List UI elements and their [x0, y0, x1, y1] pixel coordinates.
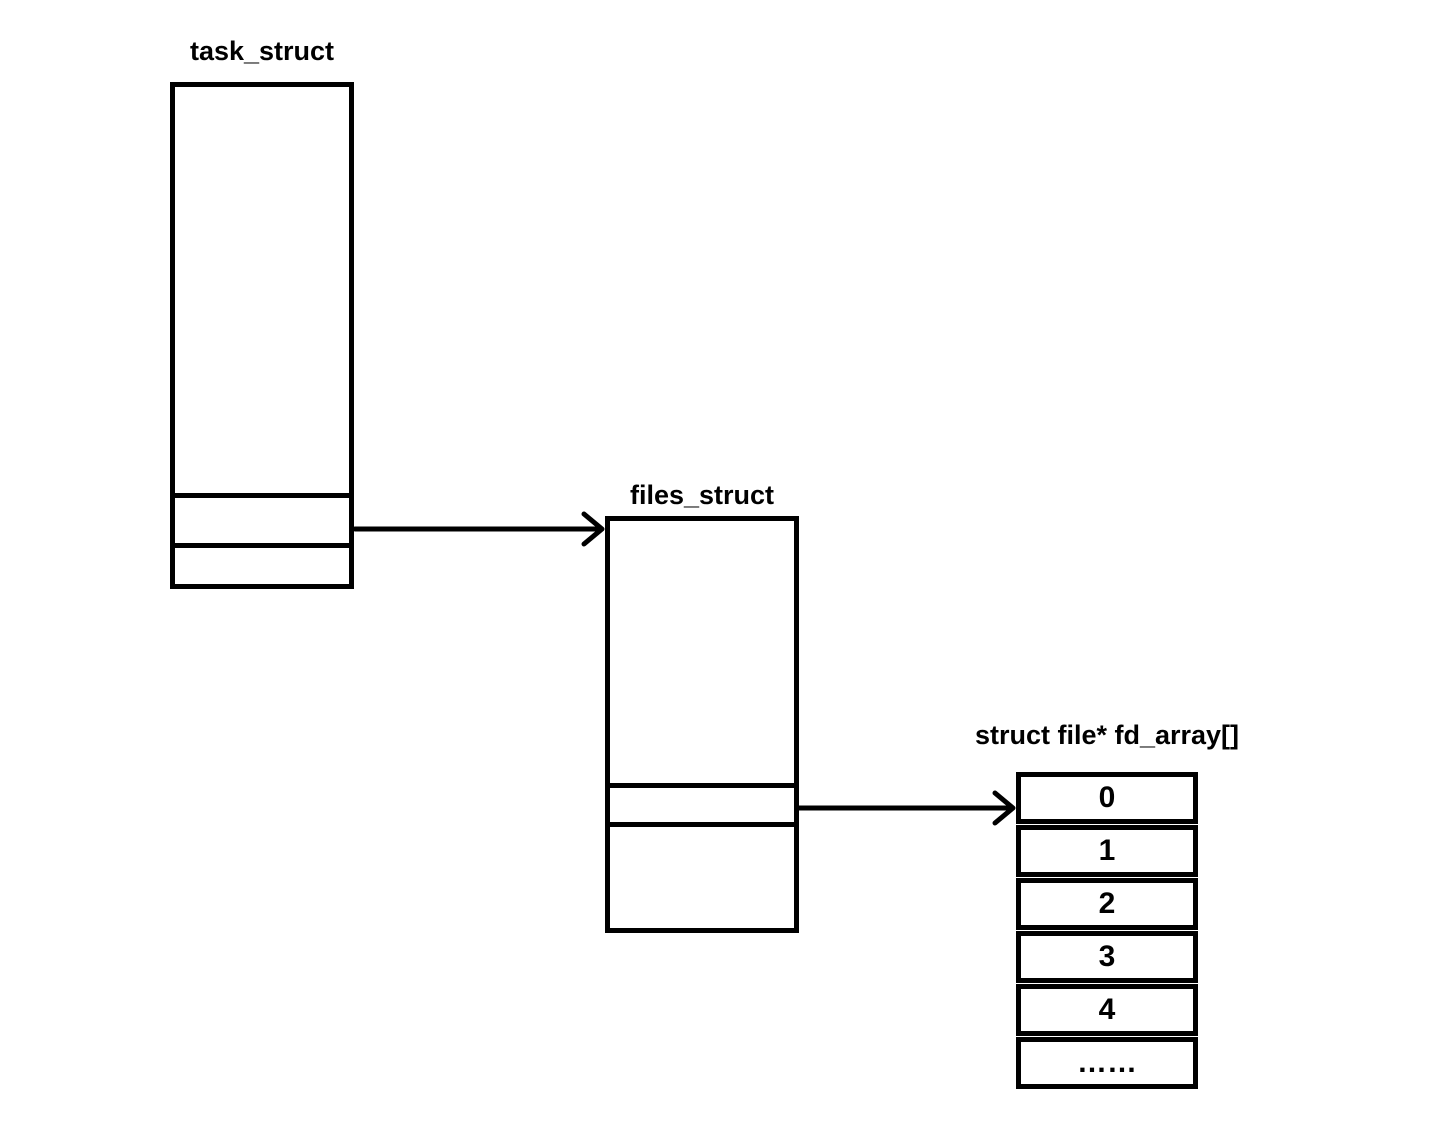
- arrow-task-to-files: [352, 511, 605, 547]
- task-struct-box: [170, 82, 354, 589]
- fd-array-row-1-label: 1: [1098, 834, 1116, 867]
- fd-array-row-ellipsis-label: ……: [1077, 1046, 1137, 1079]
- fd-array-row-2: 2: [1016, 878, 1198, 930]
- fd-array-row-1: 1: [1016, 825, 1198, 877]
- fd-array-row-4: 4: [1016, 984, 1198, 1036]
- fd-array-title: struct file* fd_array[]: [974, 720, 1240, 750]
- arrow-files-to-fdarray: [796, 790, 1016, 826]
- fd-array-row-3: 3: [1016, 931, 1198, 983]
- arrowhead-icon: [992, 790, 1016, 826]
- task-struct-title: task_struct: [189, 36, 335, 66]
- files-struct-box: [605, 516, 799, 933]
- files-struct-fd-pointer-cell: [605, 783, 799, 827]
- fd-array-row-ellipsis: ……: [1016, 1037, 1198, 1089]
- files-struct-title: files_struct: [629, 480, 775, 510]
- fd-array-row-4-label: 4: [1098, 993, 1116, 1026]
- arrowhead-icon: [581, 511, 605, 547]
- fd-array-row-2-label: 2: [1098, 887, 1116, 920]
- fd-array-row-0-label: 0: [1098, 781, 1116, 814]
- fd-array-row-0: 0: [1016, 772, 1198, 824]
- fd-array-row-3-label: 3: [1098, 940, 1116, 973]
- task-struct-files-pointer-cell: [170, 493, 354, 548]
